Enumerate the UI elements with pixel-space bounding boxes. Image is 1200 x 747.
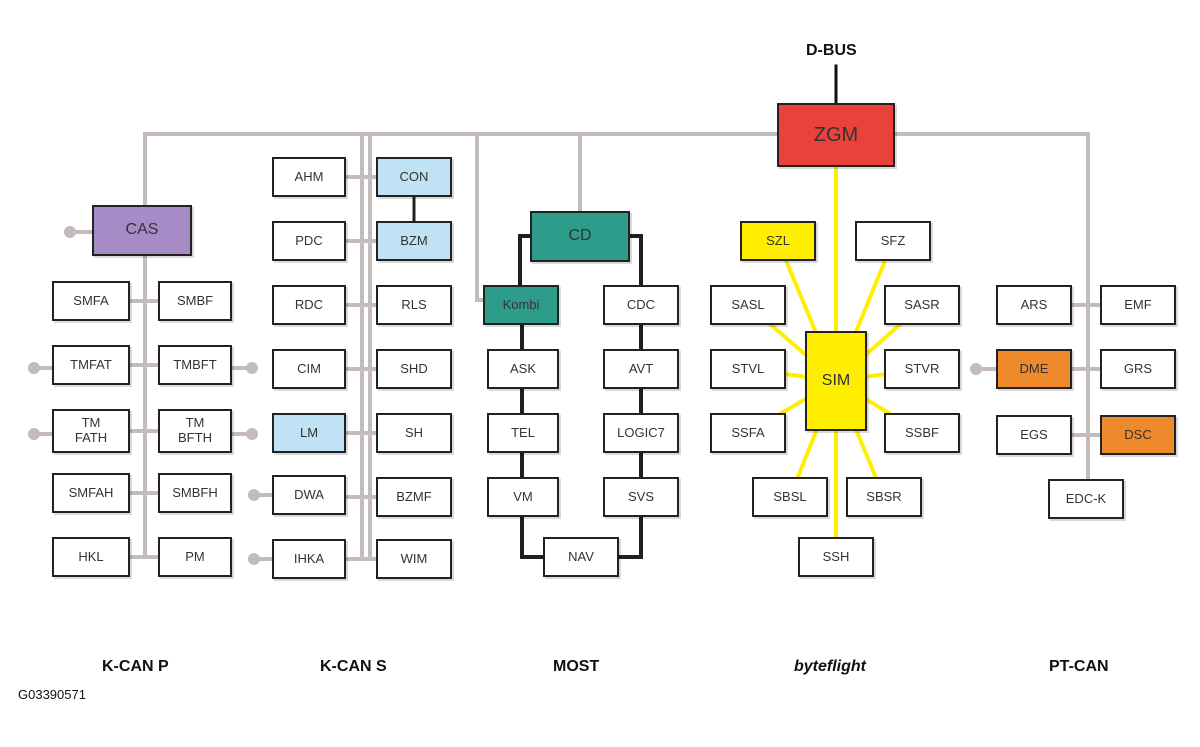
kcan-p-terminator: [28, 362, 40, 374]
logic7-node[interactable]: LOGIC7: [603, 413, 679, 453]
sh-node[interactable]: SH: [376, 413, 452, 453]
smbfh-node[interactable]: SMBFH: [158, 473, 232, 513]
hkl-node[interactable]: HKL: [52, 537, 130, 577]
emf-node[interactable]: EMF: [1100, 285, 1176, 325]
bzmf-node[interactable]: BZMF: [376, 477, 452, 517]
kcan-s-label: K-CAN S: [320, 658, 387, 675]
rls-node[interactable]: RLS: [376, 285, 452, 325]
avt-node[interactable]: AVT: [603, 349, 679, 389]
ssfa-node[interactable]: SSFA: [710, 413, 786, 453]
cim-node[interactable]: CIM: [272, 349, 346, 389]
wim-node[interactable]: WIM: [376, 539, 452, 579]
pm-node[interactable]: PM: [158, 537, 232, 577]
cd-node[interactable]: CD: [530, 211, 630, 262]
tel-node[interactable]: TEL: [487, 413, 559, 453]
ihka-node[interactable]: IHKA: [272, 539, 346, 579]
kcan-p-label: K-CAN P: [102, 658, 169, 675]
smfa-node[interactable]: SMFA: [52, 281, 130, 321]
tmbft-node[interactable]: TMBFT: [158, 345, 232, 385]
kcan-s-terminator: [248, 553, 260, 565]
ssh-node[interactable]: SSH: [798, 537, 874, 577]
ask-node[interactable]: ASK: [487, 349, 559, 389]
egs-node[interactable]: EGS: [996, 415, 1072, 455]
cas-node[interactable]: CAS: [92, 205, 192, 256]
lm-node[interactable]: LM: [272, 413, 346, 453]
dsc-node[interactable]: DSC: [1100, 415, 1176, 455]
tmbfth-node[interactable]: TM BFTH: [158, 409, 232, 453]
vm-node[interactable]: VM: [487, 477, 559, 517]
edc-k-node[interactable]: EDC-K: [1048, 479, 1124, 519]
tmfat-node[interactable]: TMFAT: [52, 345, 130, 385]
kcan-p-terminator: [246, 362, 258, 374]
dme-node[interactable]: DME: [996, 349, 1072, 389]
ahm-node[interactable]: AHM: [272, 157, 346, 197]
pdc-node[interactable]: PDC: [272, 221, 346, 261]
shd-node[interactable]: SHD: [376, 349, 452, 389]
smbf-node[interactable]: SMBF: [158, 281, 232, 321]
kcan-s-terminator: [248, 489, 260, 501]
sfz-node[interactable]: SFZ: [855, 221, 931, 261]
pt-can-terminator: [970, 363, 982, 375]
zgm-node[interactable]: ZGM: [777, 103, 895, 167]
dwa-node[interactable]: DWA: [272, 475, 346, 515]
con-node[interactable]: CON: [376, 157, 452, 197]
ars-node[interactable]: ARS: [996, 285, 1072, 325]
byteflight-label: byteflight: [794, 658, 866, 675]
stvl-node[interactable]: STVL: [710, 349, 786, 389]
tmfath-node[interactable]: TM FATH: [52, 409, 130, 453]
d-bus-label: D-BUS: [806, 42, 857, 59]
most-label: MOST: [553, 658, 600, 675]
cdc-node[interactable]: CDC: [603, 285, 679, 325]
nav-node[interactable]: NAV: [543, 537, 619, 577]
rdc-node[interactable]: RDC: [272, 285, 346, 325]
figure-code: G03390571: [18, 687, 86, 702]
kombi-node[interactable]: Kombi: [483, 285, 559, 325]
stvr-node[interactable]: STVR: [884, 349, 960, 389]
kcan-p-terminator: [64, 226, 76, 238]
smfah-node[interactable]: SMFAH: [52, 473, 130, 513]
ssbf-node[interactable]: SSBF: [884, 413, 960, 453]
szl-node[interactable]: SZL: [740, 221, 816, 261]
svs-node[interactable]: SVS: [603, 477, 679, 517]
kcan-p-terminator: [246, 428, 258, 440]
sbsr-node[interactable]: SBSR: [846, 477, 922, 517]
pt-can-label: PT-CAN: [1049, 658, 1109, 675]
bzm-node[interactable]: BZM: [376, 221, 452, 261]
sim-node[interactable]: SIM: [805, 331, 867, 431]
kcan-p-terminator: [28, 428, 40, 440]
sbsl-node[interactable]: SBSL: [752, 477, 828, 517]
sasl-node[interactable]: SASL: [710, 285, 786, 325]
sasr-node[interactable]: SASR: [884, 285, 960, 325]
grs-node[interactable]: GRS: [1100, 349, 1176, 389]
